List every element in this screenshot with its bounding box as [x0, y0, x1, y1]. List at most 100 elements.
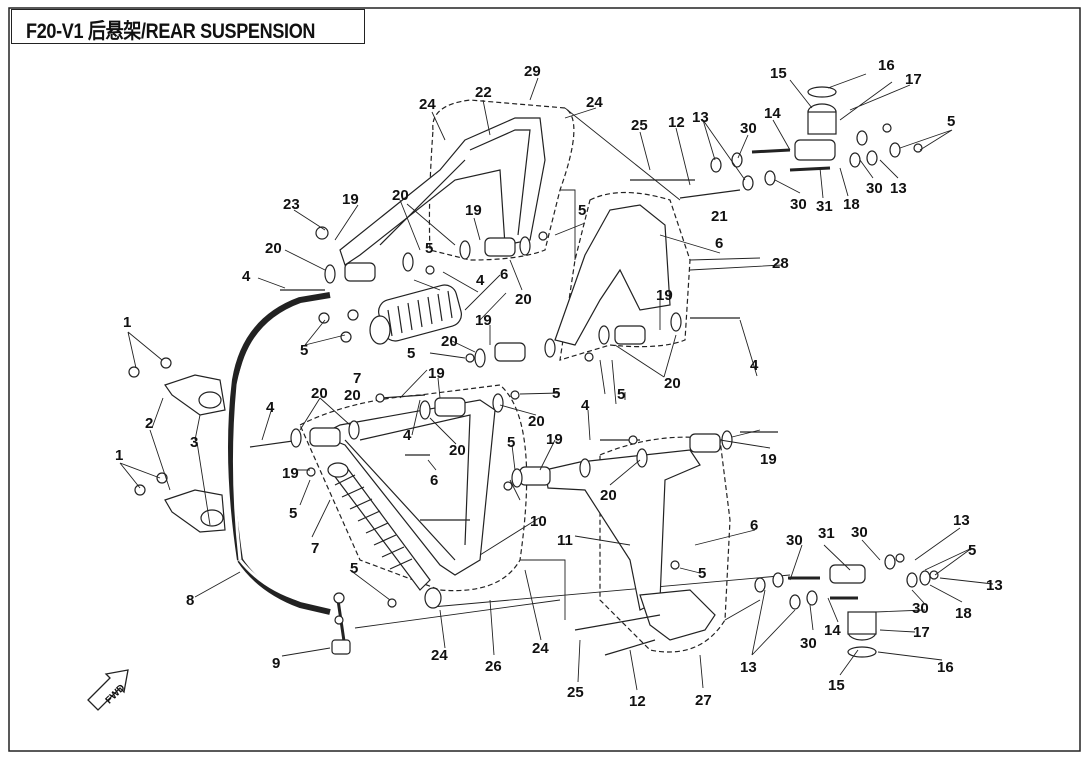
callout-7: 7 — [353, 370, 361, 387]
bracket-lower — [164, 489, 226, 533]
callout-4: 4 — [242, 268, 251, 285]
callout-16: 16 — [937, 659, 954, 676]
callout-19: 19 — [282, 465, 299, 482]
callout-30: 30 — [790, 196, 807, 213]
callout-4: 4 — [581, 397, 590, 414]
callout-20: 20 — [265, 240, 282, 257]
callout-5: 5 — [552, 385, 560, 402]
leader-lines — [354, 107, 791, 629]
callout-13: 13 — [953, 512, 970, 529]
callout-6: 6 — [500, 266, 508, 283]
title-box: F20-V1 后悬架/REAR SUSPENSION — [11, 9, 365, 44]
callout-17: 17 — [905, 71, 922, 88]
callout-4: 4 — [403, 427, 412, 444]
snap-ring-upper — [807, 86, 837, 98]
callout-20: 20 — [664, 375, 681, 392]
upper-arm-outline-29 — [428, 99, 575, 261]
callout-5: 5 — [350, 560, 358, 577]
callout-10: 10 — [530, 513, 547, 530]
callout-30: 30 — [786, 532, 803, 549]
callout-4: 4 — [750, 357, 759, 374]
callout-18: 18 — [955, 605, 972, 622]
callout-15: 15 — [770, 65, 787, 82]
shafts — [751, 148, 858, 600]
callout-5: 5 — [968, 542, 976, 559]
callout-1: 1 — [123, 314, 131, 331]
callout-17: 17 — [913, 624, 930, 641]
bolts — [249, 179, 778, 656]
callout-20: 20 — [441, 333, 458, 350]
callout-numbers: 1 1 2 3 4 4 4 4 4 4 5 5 5 5 5 5 5 5 5 5 … — [115, 57, 1003, 710]
callout-12: 12 — [668, 114, 685, 131]
callout-20: 20 — [392, 187, 409, 204]
callout-5: 5 — [425, 240, 433, 257]
callout-4: 4 — [476, 272, 485, 289]
callout-28: 28 — [772, 255, 789, 272]
callout-24: 24 — [532, 640, 549, 657]
callout-13: 13 — [890, 180, 907, 197]
callout-19: 19 — [546, 431, 563, 448]
callout-leaders — [119, 73, 994, 691]
callout-5: 5 — [289, 505, 297, 522]
callout-13: 13 — [986, 577, 1003, 594]
callout-31: 31 — [816, 198, 833, 215]
callout-30: 30 — [866, 180, 883, 197]
page-title: F20-V1 后悬架/REAR SUSPENSION — [26, 20, 316, 43]
callout-13: 13 — [740, 659, 757, 676]
callout-31: 31 — [818, 525, 835, 542]
callout-4: 4 — [266, 399, 275, 416]
knuckle-21 — [554, 204, 671, 346]
callout-11: 11 — [557, 532, 573, 549]
snap-ring-lower — [847, 646, 877, 658]
callout-12: 12 — [629, 693, 646, 710]
callout-5: 5 — [617, 386, 625, 403]
callout-19: 19 — [342, 191, 359, 208]
callout-27: 27 — [695, 692, 712, 709]
shock-upper — [369, 284, 462, 345]
callout-30: 30 — [800, 635, 817, 652]
callout-24: 24 — [586, 94, 603, 111]
callout-14: 14 — [824, 622, 841, 639]
shock-lower — [327, 462, 442, 609]
callout-23: 23 — [283, 196, 300, 213]
callout-5: 5 — [300, 342, 308, 359]
callout-2: 2 — [145, 415, 153, 432]
callout-25: 25 — [567, 684, 584, 701]
callout-14: 14 — [764, 105, 781, 122]
lower-arm-outline-26 — [299, 384, 528, 592]
callout-15: 15 — [828, 677, 845, 694]
callout-5: 5 — [578, 202, 586, 219]
callout-29: 29 — [524, 63, 541, 80]
callout-5: 5 — [507, 434, 515, 451]
callout-26: 26 — [485, 658, 502, 675]
callout-19: 19 — [475, 312, 492, 329]
callout-5: 5 — [407, 345, 415, 362]
stabilizer-bar — [228, 292, 331, 561]
callout-24: 24 — [431, 647, 448, 664]
bushings — [309, 103, 877, 641]
callout-18: 18 — [843, 196, 860, 213]
callout-8: 8 — [186, 592, 194, 609]
callout-19: 19 — [656, 287, 673, 304]
callout-5: 5 — [698, 565, 706, 582]
callout-20: 20 — [600, 487, 617, 504]
callout-13: 13 — [692, 109, 709, 126]
upper-arm-22 — [339, 117, 546, 266]
callout-30: 30 — [912, 600, 929, 617]
knuckle-outline-27 — [599, 436, 731, 653]
callout-6: 6 — [430, 472, 438, 489]
callout-19: 19 — [760, 451, 777, 468]
stabilizer-bar-lower — [237, 558, 331, 615]
callout-20: 20 — [515, 291, 532, 308]
callout-3: 3 — [190, 434, 198, 451]
callout-30: 30 — [740, 120, 757, 137]
callout-19: 19 — [428, 365, 445, 382]
callout-16: 16 — [878, 57, 895, 74]
callout-22: 22 — [475, 84, 492, 101]
callout-25: 25 — [631, 117, 648, 134]
lower-arm-10 — [318, 399, 496, 576]
callout-5: 5 — [947, 113, 955, 130]
callout-20: 20 — [311, 385, 328, 402]
callout-24: 24 — [419, 96, 436, 113]
